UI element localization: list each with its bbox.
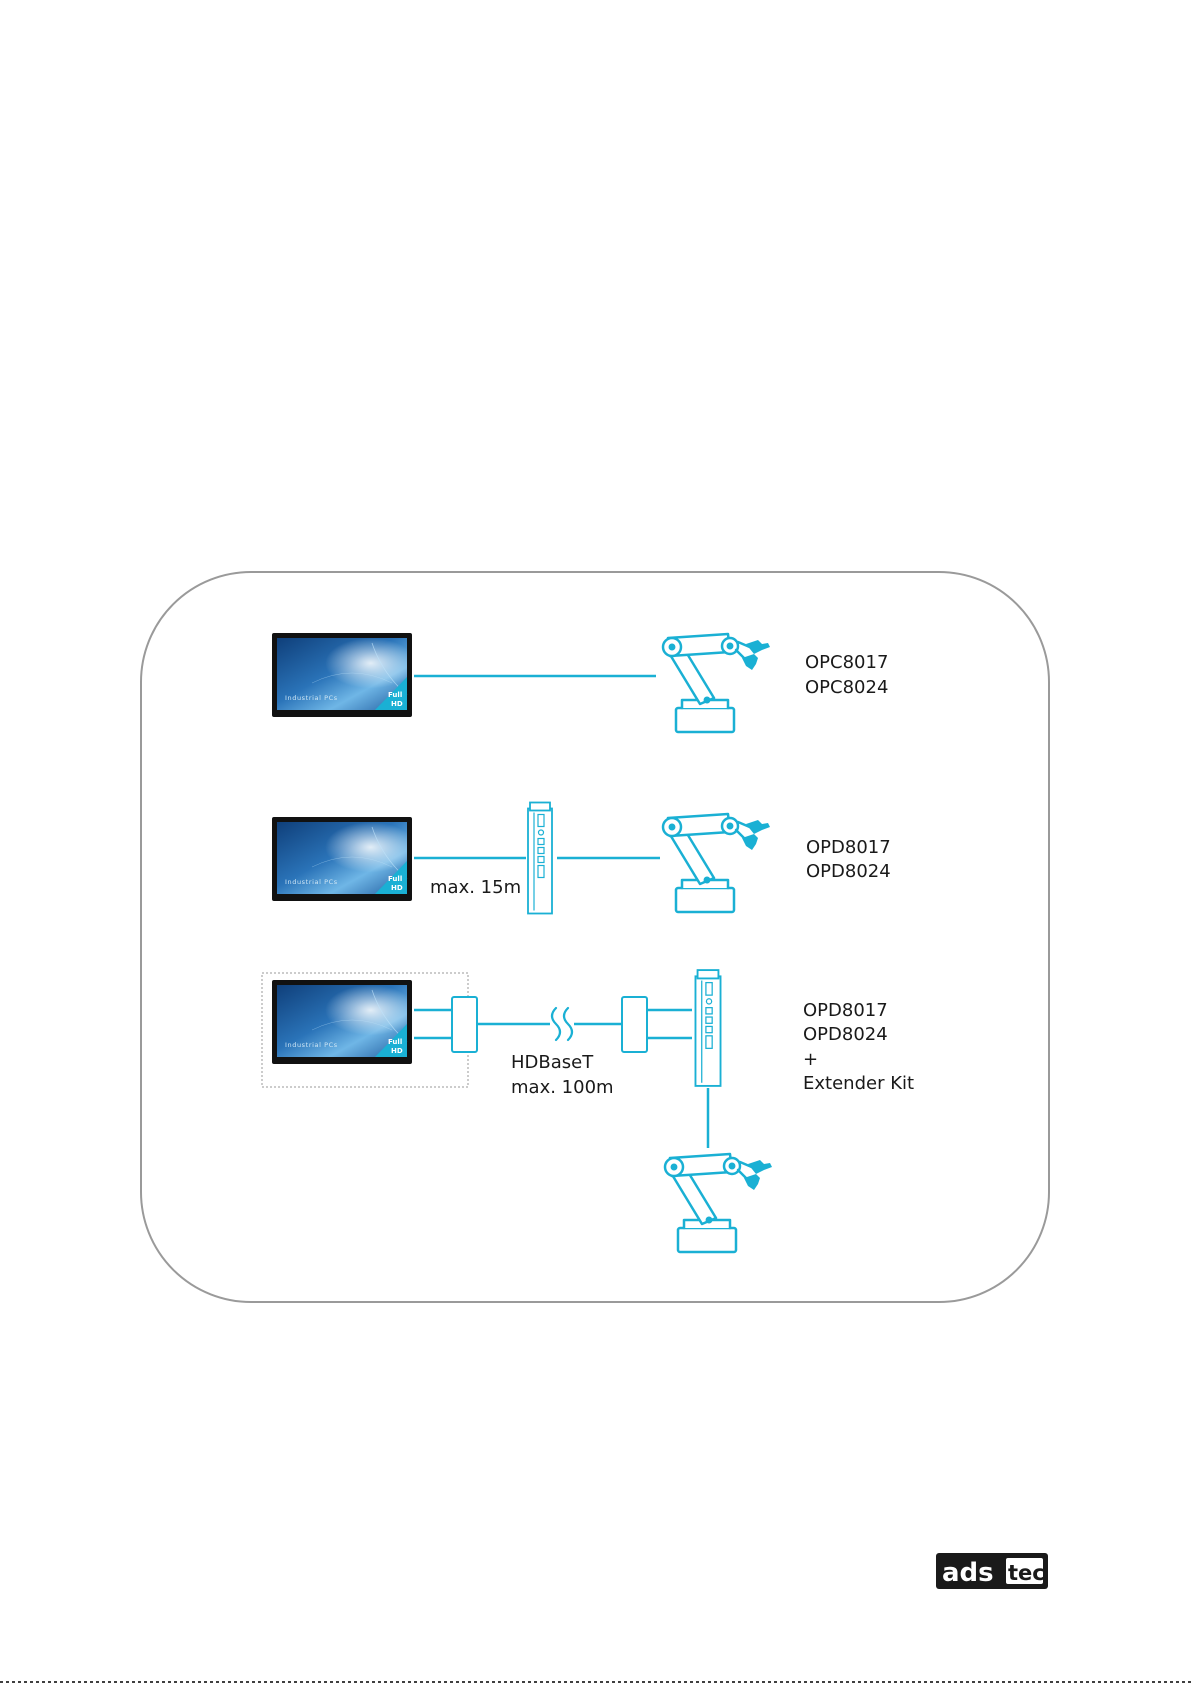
extender-module-icon: [622, 997, 647, 1052]
logo-text-tec: tec: [1008, 1561, 1045, 1585]
robot-arm-icon: [663, 634, 770, 732]
cable-length-label: max. 15m: [430, 877, 521, 898]
model-label: OPC8017: [805, 652, 888, 673]
screen-caption: Industrial PCs: [285, 694, 338, 702]
adstec-logo: ads tec: [936, 1553, 1048, 1589]
model-label: OPD8024: [806, 861, 891, 882]
screen-badge-full: Full: [388, 691, 402, 699]
screen-caption: Industrial PCs: [285, 878, 338, 886]
screen-caption: Industrial PCs: [285, 1041, 338, 1049]
extender-module-icon: [452, 997, 477, 1052]
screen-badge-full: Full: [388, 875, 402, 883]
config-row-1: Industrial PCs Full HD OPC8017 OPC8024: [272, 633, 888, 732]
cable-type-label: HDBaseT: [511, 1052, 594, 1073]
model-label: OPC8024: [805, 677, 888, 698]
cable-length-label: max. 100m: [511, 1077, 614, 1098]
screen-badge-hd: HD: [391, 1047, 403, 1055]
screen-badge-hd: HD: [391, 884, 403, 892]
model-label: OPD8017: [806, 837, 891, 858]
config-row-2: Industrial PCs Full HD max. 15m OPD8017 …: [272, 803, 891, 914]
box-pc-icon: [528, 803, 552, 914]
model-label: Extender Kit: [803, 1073, 914, 1094]
screen-badge-full: Full: [388, 1038, 402, 1046]
cable-break-icon: [552, 1008, 572, 1040]
config-row-3: Industrial PCs Full HD HDBaseT max. 100m…: [262, 970, 914, 1252]
model-label: OPD8017: [803, 1000, 888, 1021]
robot-arm-icon: [663, 814, 770, 912]
robot-arm-icon: [665, 1154, 772, 1252]
box-pc-icon: [695, 970, 720, 1086]
model-label: +: [803, 1049, 818, 1070]
model-label: OPD8024: [803, 1024, 888, 1045]
logo-text-ads: ads: [942, 1558, 994, 1588]
screen-badge-hd: HD: [391, 700, 403, 708]
